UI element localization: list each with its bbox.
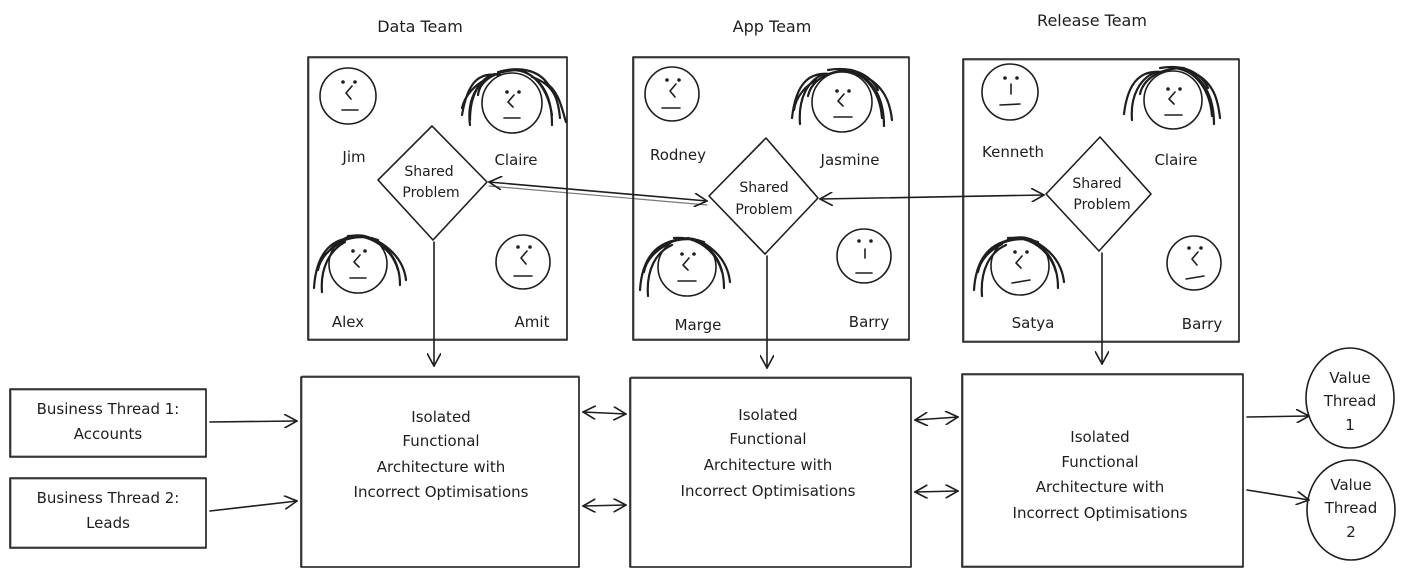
avatar-amit — [495, 234, 551, 290]
team-title-app: App Team — [733, 17, 812, 36]
member-name-amit: Amit — [515, 313, 550, 331]
shared-problem-label-app-line1: Shared — [739, 180, 788, 196]
member-name-kenneth: Kenneth — [982, 143, 1044, 161]
value-thread-circle-2 — [1306, 459, 1396, 561]
architecture-data-line4: Incorrect Optimisations — [354, 483, 529, 501]
shared-problem-diamond-release — [1045, 136, 1152, 252]
architecture-data-line3: Architecture with — [377, 458, 505, 476]
arrow-arch-data-app-top — [583, 412, 626, 414]
shared-problem-label-data-line2: Problem — [402, 185, 459, 201]
shared-problem-label-app-line2: Problem — [735, 202, 792, 218]
architecture-release-line1: Isolated — [1070, 428, 1129, 446]
avatar-kenneth — [981, 63, 1039, 121]
architecture-release-line2: Functional — [1061, 453, 1138, 471]
value-thread-2-line3: 2 — [1346, 523, 1356, 541]
arrow-arch-app-release-top — [915, 417, 958, 420]
arrow-arch-to-value-2 — [1246, 489, 1309, 500]
shared-problem-label-data-line1: Shared — [404, 164, 453, 180]
connector-app-release — [820, 195, 1044, 199]
member-name-claire-data: Claire — [494, 151, 537, 169]
architecture-box-app — [629, 376, 912, 568]
value-thread-1-line3: 1 — [1345, 416, 1355, 434]
architecture-release-line4: Incorrect Optimisations — [1013, 504, 1188, 522]
avatar-satya — [972, 236, 1066, 298]
architecture-box-release — [961, 373, 1244, 568]
avatar-barry-app — [836, 228, 892, 284]
connector-data-app — [489, 182, 707, 205]
architecture-data-line2: Functional — [402, 432, 479, 450]
business-thread-2-line1: Business Thread 2: — [37, 489, 180, 507]
business-thread-2-line2: Leads — [86, 514, 130, 532]
value-thread-2-line1: Value — [1330, 476, 1371, 494]
value-thread-2-line2: Thread — [1324, 499, 1377, 517]
member-name-barry-app: Barry — [849, 313, 890, 331]
business-thread-1-line2: Accounts — [74, 425, 143, 443]
arrow-arch-to-value-1 — [1246, 416, 1309, 417]
architecture-app-line2: Functional — [729, 430, 806, 448]
business-thread-box-2 — [9, 477, 207, 549]
business-thread-box-1 — [9, 388, 207, 458]
architecture-data-line1: Isolated — [411, 408, 470, 426]
avatar-jasmine — [790, 67, 894, 133]
member-name-jim: Jim — [341, 148, 365, 166]
avatar-marge — [638, 236, 732, 298]
architecture-box-data — [300, 375, 580, 568]
architecture-app-line4: Incorrect Optimisations — [681, 482, 856, 500]
value-thread-circle-1 — [1305, 347, 1395, 449]
shared-problem-diamond-data — [377, 125, 488, 241]
avatar-alex — [312, 234, 408, 294]
avatar-claire-data — [460, 68, 568, 134]
member-name-satya: Satya — [1012, 314, 1055, 332]
value-thread-1-line1: Value — [1329, 369, 1370, 387]
avatar-jim — [319, 67, 377, 125]
arrow-arch-app-release-bottom — [915, 491, 958, 492]
team-title-data: Data Team — [377, 17, 463, 36]
team-title-release: Release Team — [1037, 11, 1147, 30]
arrow-arch-data-app-bottom — [583, 505, 626, 506]
member-name-marge: Marge — [675, 316, 722, 334]
shared-problem-diamond-app — [708, 137, 819, 255]
architecture-app-line1: Isolated — [738, 406, 797, 424]
shared-problem-label-release-line2: Problem — [1073, 197, 1130, 213]
arrow-thread-1-to-arch — [209, 421, 297, 422]
business-thread-1-line1: Business Thread 1: — [37, 400, 180, 418]
architecture-app-line3: Architecture with — [704, 456, 832, 474]
member-name-rodney: Rodney — [650, 146, 706, 164]
arrow-thread-2-to-arch — [209, 501, 297, 512]
member-name-alex: Alex — [332, 313, 364, 331]
shared-problem-label-release-line1: Shared — [1072, 176, 1121, 192]
avatar-claire-release — [1122, 65, 1222, 130]
member-name-claire-release: Claire — [1154, 151, 1197, 169]
architecture-release-line3: Architecture with — [1036, 478, 1164, 496]
avatar-rodney — [644, 66, 700, 122]
value-thread-1-line2: Thread — [1323, 392, 1376, 410]
member-name-jasmine: Jasmine — [820, 151, 880, 169]
avatar-barry-release — [1166, 235, 1222, 291]
member-name-barry-release: Barry — [1182, 315, 1223, 333]
